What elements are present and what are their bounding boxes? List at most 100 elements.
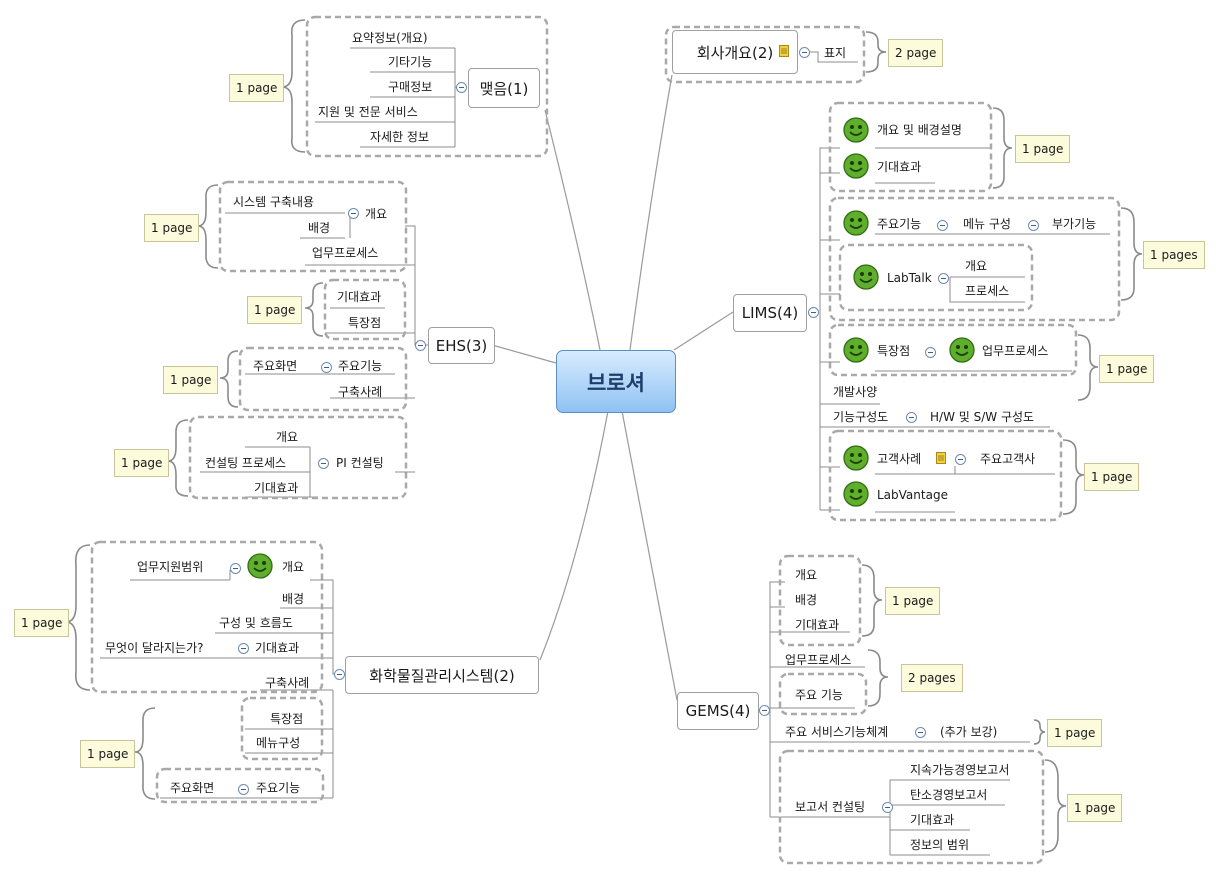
collapse-icon[interactable] [348, 208, 359, 219]
collapse-icon[interactable] [230, 563, 241, 574]
callout-lims-pages: 1 page [1084, 463, 1140, 491]
topic-cover[interactable]: 표지 [824, 46, 847, 60]
central-topic[interactable]: 브로셔 [556, 350, 676, 413]
lims-item[interactable]: 업무프로세스 [982, 344, 1049, 358]
topic-closing[interactable]: 맺음(1) [468, 68, 540, 108]
collapse-icon[interactable] [415, 340, 426, 351]
callout-gems-pages: 1 page [1047, 719, 1103, 747]
ehs-item[interactable]: 구축사례 [338, 385, 383, 399]
gems-report-item[interactable]: 탄소경영보고서 [910, 788, 988, 802]
lims-item[interactable]: 기대효과 [877, 160, 922, 174]
lims-labtalk[interactable]: LabTalk [887, 271, 932, 285]
collapse-icon[interactable] [759, 705, 770, 716]
collapse-icon[interactable] [882, 802, 893, 813]
gems-item[interactable]: 기대효과 [795, 618, 840, 632]
closing-item[interactable]: 구매정보 [388, 80, 433, 94]
topic-lims[interactable]: LIMS(4) [733, 294, 807, 332]
ehs-item[interactable]: 주요화면 [253, 359, 298, 373]
gems-item[interactable]: 배경 [795, 593, 818, 607]
chem-case[interactable]: 구축사례 [265, 676, 310, 690]
gems-report-item[interactable]: 지속가능경영보고서 [910, 763, 1010, 777]
ehs-item[interactable]: 기대효과 [337, 290, 382, 304]
chem-item[interactable]: 메뉴구성 [256, 736, 301, 750]
lims-item[interactable]: 개요 및 배경설명 [877, 123, 962, 137]
lims-vendor[interactable]: LabVantage [877, 488, 948, 502]
collapse-icon[interactable] [937, 220, 948, 231]
collapse-icon[interactable] [238, 643, 249, 654]
spoke-company [629, 74, 673, 351]
lims-config-child[interactable]: H/W 및 S/W 구성도 [930, 410, 1035, 424]
collapse-icon[interactable] [334, 669, 345, 680]
chem-item[interactable]: 주요화면 [170, 781, 215, 795]
topic-gems[interactable]: GEMS(4) [677, 692, 759, 730]
collapse-icon[interactable] [955, 454, 966, 465]
collapse-icon[interactable] [456, 82, 467, 93]
ehs-item[interactable]: 시스템 구축내용 [233, 195, 315, 209]
collapse-icon[interactable] [318, 458, 329, 469]
gems-feature[interactable]: 주요 기능 [795, 688, 843, 702]
ehs-overview[interactable]: 개요 [365, 207, 388, 221]
lims-major[interactable]: 주요고객사 [980, 452, 1036, 466]
ehs-pi[interactable]: PI 컨설팅 [336, 456, 384, 470]
collapse-icon[interactable] [1028, 220, 1039, 231]
callout-gems-pages: 1 page [1067, 794, 1123, 822]
closing-item[interactable]: 기타기능 [388, 55, 433, 69]
ehs-item[interactable]: 배경 [308, 221, 331, 235]
collapse-icon[interactable] [906, 412, 917, 423]
smiley-icon [247, 553, 273, 579]
closing-item[interactable]: 지원 및 전문 서비스 [318, 105, 418, 119]
chem-item[interactable]: 무엇이 달라지는가? [105, 641, 204, 655]
chem-effect[interactable]: 기대효과 [255, 641, 300, 655]
ehs-item[interactable]: 주요기능 [338, 359, 383, 373]
ehs-item[interactable]: 기대효과 [254, 481, 299, 495]
lims-menu[interactable]: 메뉴 구성 [963, 217, 1011, 231]
lims-extra[interactable]: 부가기능 [1052, 217, 1097, 231]
chem-item[interactable]: 특장점 [270, 712, 304, 726]
gems-report-item[interactable]: 정보의 범위 [910, 838, 970, 852]
chem-item[interactable]: 배경 [282, 592, 305, 606]
collapse-icon[interactable] [238, 784, 249, 795]
closing-item[interactable]: 요약정보(개요) [352, 31, 428, 45]
gems-service[interactable]: 주요 서비스기능체계 [785, 725, 889, 739]
topic-company[interactable]: 회사개요(2) [672, 30, 798, 74]
lims-spec[interactable]: 개발사양 [833, 385, 878, 399]
collapse-icon[interactable] [799, 47, 810, 58]
lims-item[interactable]: 개요 [965, 259, 988, 273]
gems-service-child[interactable]: (추가 보강) [940, 725, 998, 739]
lims-feature[interactable]: 주요기능 [877, 217, 922, 231]
spoke-lims [673, 311, 734, 351]
lims-item[interactable]: 프로세스 [965, 284, 1010, 298]
gems-item[interactable]: 개요 [795, 568, 818, 582]
collapse-icon[interactable] [938, 273, 949, 284]
collapse-icon[interactable] [925, 347, 936, 358]
gems-report-item[interactable]: 기대효과 [910, 813, 955, 827]
chem-overview[interactable]: 개요 [282, 560, 305, 574]
spoke-ehs [491, 344, 557, 364]
lims-config[interactable]: 기능구성도 [833, 410, 889, 424]
lims-item[interactable]: 특장점 [877, 344, 911, 358]
topic-ehs[interactable]: EHS(3) [428, 327, 495, 364]
gems-report[interactable]: 보고서 컨설팅 [795, 800, 866, 814]
callout-closing-pages: 1 page [229, 74, 285, 102]
chem-feature[interactable]: 주요기능 [256, 781, 301, 795]
topic-chem[interactable]: 화학물질관리시스템(2) [345, 656, 539, 694]
callout-lims-pages: 1 pages [1143, 241, 1205, 269]
callout-ehs-pages: 1 page [114, 449, 170, 477]
collapse-icon[interactable] [321, 362, 332, 373]
callout-company-pages: 2 page [888, 39, 944, 67]
collapse-icon[interactable] [808, 307, 819, 318]
gems-process[interactable]: 업무프로세스 [785, 653, 852, 667]
chem-item[interactable]: 업무지원범위 [137, 560, 204, 574]
brace-closing [281, 19, 306, 153]
ehs-item[interactable]: 특장점 [348, 316, 382, 330]
ehs-item[interactable]: 개요 [276, 430, 299, 444]
ehs-item[interactable]: 업무프로세스 [312, 246, 379, 260]
collapse-icon[interactable] [915, 727, 926, 738]
chem-item[interactable]: 구성 및 흐름도 [219, 616, 293, 630]
closing-item[interactable]: 자세한 정보 [370, 130, 430, 144]
callout-lims-pages: 1 page [1015, 135, 1071, 163]
ehs-item[interactable]: 컨설팅 프로세스 [205, 456, 287, 470]
smiley-icon [843, 337, 869, 363]
note-icon [779, 45, 789, 57]
lims-case[interactable]: 고객사례 [877, 452, 922, 466]
